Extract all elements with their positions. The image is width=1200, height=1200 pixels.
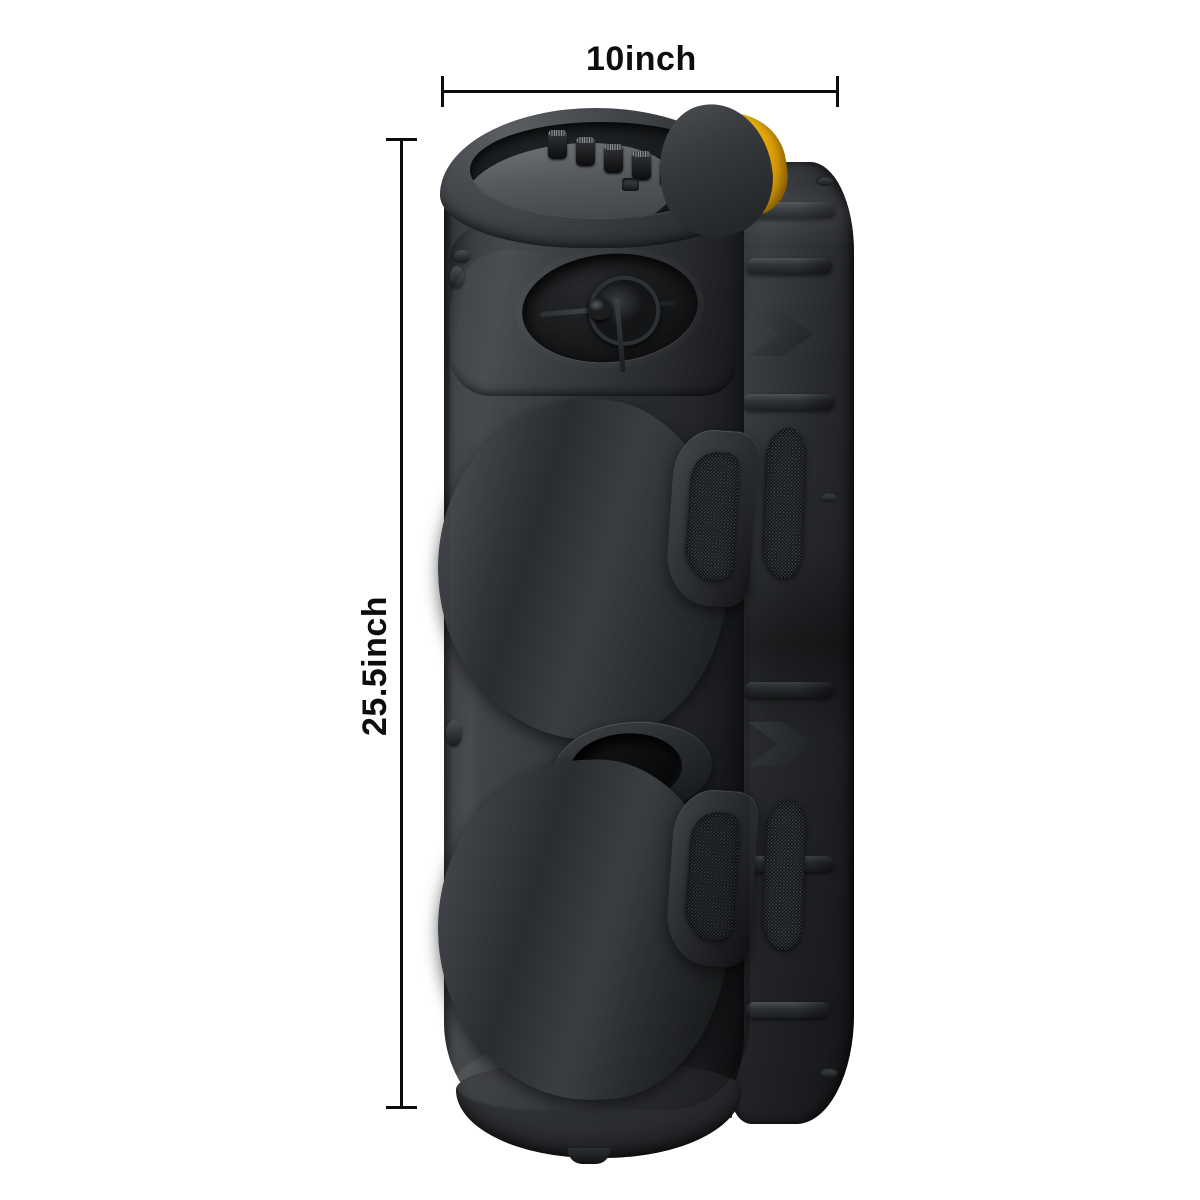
width-dimension-label: 10inch <box>586 40 697 78</box>
height-dimension-label: 25.5inch <box>356 595 394 736</box>
crossbar-notch <box>451 909 479 939</box>
left-edge-clip <box>454 250 470 262</box>
side-notch <box>816 176 834 186</box>
width-tick-left <box>441 76 444 107</box>
control-knob-2[interactable] <box>576 137 595 166</box>
rubber-foot <box>568 1148 610 1164</box>
front-tweeter-mesh-lower <box>683 810 741 942</box>
side-tweeter-mesh <box>761 427 807 579</box>
side-chevron <box>748 722 814 766</box>
front-tweeter-mesh-upper <box>683 450 741 582</box>
crossbar-notch <box>451 549 479 579</box>
speaker-side-panel <box>732 162 854 1124</box>
height-dimension-line <box>400 139 403 1108</box>
left-edge-clip <box>450 266 464 288</box>
side-ridge <box>744 682 834 698</box>
horn-tweeter <box>517 246 703 373</box>
side-ridge <box>746 1002 830 1018</box>
grille-crossbar <box>443 896 689 946</box>
side-ridge <box>746 258 832 274</box>
height-tick-top <box>386 138 417 141</box>
control-knob-1[interactable] <box>548 130 567 159</box>
side-chevron <box>748 312 814 356</box>
left-edge-clip <box>446 720 462 746</box>
side-notch <box>820 1068 838 1078</box>
side-notch <box>820 492 838 502</box>
width-tick-right <box>836 76 839 107</box>
side-ridge <box>742 394 834 410</box>
grille-crossbar <box>443 536 689 586</box>
horn-bar-vertical <box>614 298 626 373</box>
width-dimension-line <box>442 90 838 93</box>
speaker-product-image <box>432 98 854 1164</box>
side-tweeter-mesh <box>761 799 807 951</box>
control-knob-3[interactable] <box>604 144 623 173</box>
input-jack[interactable] <box>622 178 639 191</box>
control-knob-4[interactable] <box>632 151 651 180</box>
height-tick-bottom <box>386 1106 417 1109</box>
